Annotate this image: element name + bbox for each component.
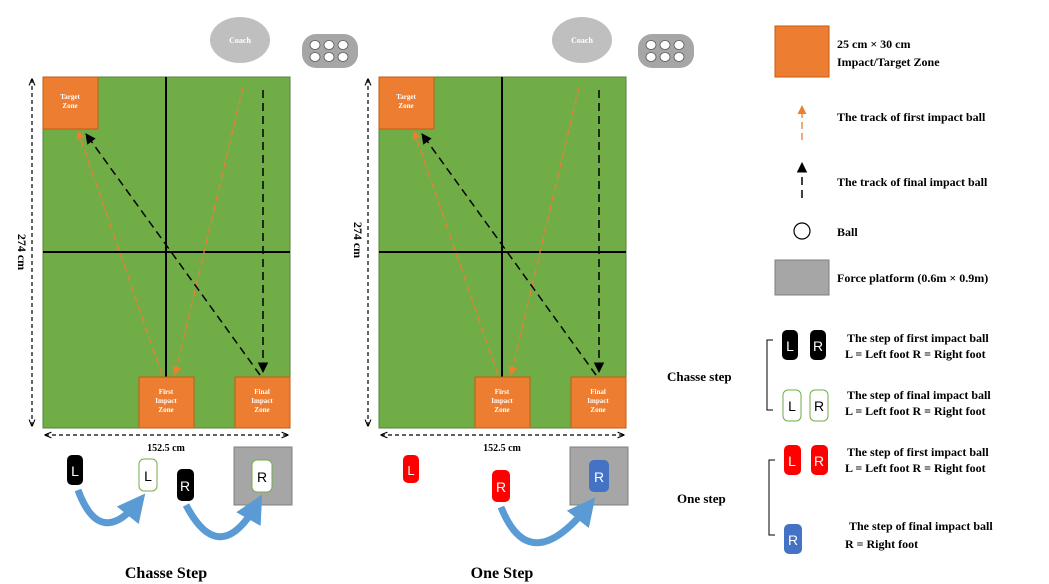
svg-text:R: R bbox=[814, 398, 824, 414]
svg-text:R: R bbox=[788, 532, 798, 548]
coach-label: Coach bbox=[229, 36, 251, 45]
legend-chasse-final-feet: L R bbox=[782, 389, 829, 422]
movement-arrow-right bbox=[497, 497, 596, 547]
svg-text:R: R bbox=[257, 469, 267, 485]
legend-zone-line2: Impact/Target Zone bbox=[837, 55, 940, 69]
width-label: 152.5 cm bbox=[147, 443, 185, 454]
one-step-bracket bbox=[768, 459, 775, 536]
length-dimension-right: 274 cm bbox=[351, 79, 368, 426]
panel-title-one-step: One Step bbox=[471, 565, 534, 582]
legend-zone-swatch bbox=[774, 25, 830, 78]
svg-text:R: R bbox=[180, 478, 190, 494]
width-label: 152.5 cm bbox=[483, 443, 521, 454]
ball-icons bbox=[309, 40, 349, 62]
foot-L-first-chasse: L bbox=[67, 455, 83, 485]
ball-box-right bbox=[638, 34, 694, 68]
legend-chasse-first-line1: The step of first impact ball bbox=[847, 331, 989, 345]
svg-text:L: L bbox=[407, 463, 414, 478]
svg-text:L: L bbox=[788, 398, 796, 414]
legend-one-first-line1: The step of first impact ball bbox=[847, 445, 989, 459]
svg-text:L: L bbox=[71, 463, 79, 479]
legend-final-track: The track of final impact ball bbox=[837, 175, 988, 189]
legend-one-final-line1: The step of final impact ball bbox=[849, 519, 993, 533]
ball-icons bbox=[645, 40, 685, 62]
ball-tracks-right bbox=[412, 86, 605, 376]
legend-chasse-final-line2: L = Left foot R = Right foot bbox=[845, 404, 986, 418]
legend-chasse-first-feet: L R bbox=[782, 330, 826, 360]
legend-ball: Ball bbox=[837, 225, 858, 239]
legend-one-first-line2: L = Left foot R = Right foot bbox=[845, 461, 986, 475]
width-dimension-left: 152.5 cm bbox=[45, 435, 288, 454]
legend-platform: Force platform (0.6m × 0.9m) bbox=[837, 271, 988, 285]
legend-chasse-label: Chasse step bbox=[667, 369, 732, 384]
legend-first-track: The track of first impact ball bbox=[837, 110, 986, 124]
coach-left: Coach bbox=[210, 17, 270, 63]
ball-tracks-left bbox=[76, 86, 269, 376]
foot-L-final-chasse: L bbox=[138, 458, 158, 492]
legend-ball-icon bbox=[793, 222, 811, 240]
coach-right: Coach bbox=[552, 17, 612, 63]
ball-box-left bbox=[302, 34, 358, 68]
foot-R-final-one-step: R bbox=[589, 460, 609, 492]
legend-platform-swatch bbox=[774, 259, 830, 296]
svg-text:R: R bbox=[496, 479, 506, 495]
svg-text:R: R bbox=[814, 453, 824, 469]
legend-zone-line1: 25 cm × 30 cm bbox=[837, 37, 910, 51]
foot-R-first-one-step: R bbox=[492, 470, 510, 502]
foot-R-first-chasse: R bbox=[177, 469, 194, 501]
svg-text:R: R bbox=[813, 338, 823, 354]
legend-one-final-line2: R = Right foot bbox=[845, 537, 918, 551]
legend-one-final-foot: R bbox=[784, 524, 802, 554]
legend-one-step-label: One step bbox=[677, 491, 726, 506]
length-dimension-left: 274 cm bbox=[15, 79, 32, 426]
width-dimension-right: 152.5 cm bbox=[381, 435, 624, 454]
length-label: 274 cm bbox=[15, 234, 29, 270]
svg-text:L: L bbox=[144, 468, 152, 484]
legend-chasse-first-line2: L = Left foot R = Right foot bbox=[845, 347, 986, 361]
svg-text:L: L bbox=[786, 338, 794, 354]
foot-L-one-step: L bbox=[403, 455, 419, 483]
legend-one-first-feet: L R bbox=[784, 445, 828, 475]
svg-text:L: L bbox=[788, 453, 796, 469]
svg-text:R: R bbox=[594, 469, 604, 485]
movement-arrows-left bbox=[74, 488, 263, 541]
coach-label: Coach bbox=[571, 36, 593, 45]
chasse-bracket bbox=[766, 339, 773, 411]
legend-chasse-final-line1: The step of final impact ball bbox=[847, 388, 991, 402]
legend: 25 cm × 30 cm Impact/Target Zone The tra… bbox=[667, 25, 993, 554]
length-label: 274 cm bbox=[351, 222, 365, 258]
panel-title-chasse: Chasse Step bbox=[125, 565, 207, 582]
foot-R-final-chasse: R bbox=[251, 459, 273, 493]
